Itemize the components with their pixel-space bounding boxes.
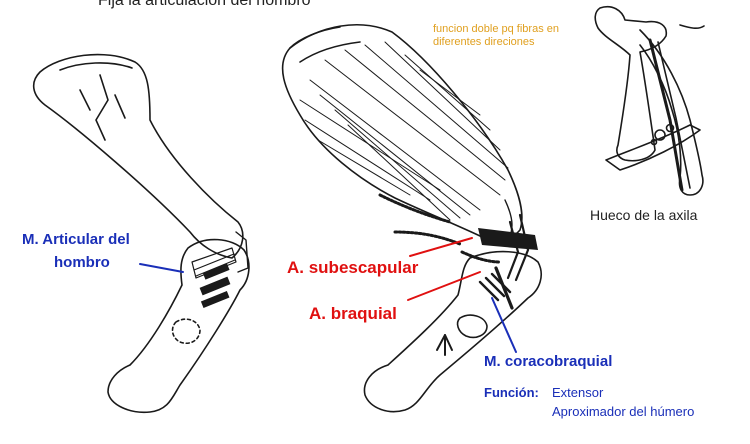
right-axilla-figure: [594, 5, 705, 196]
braquial-pointer-line: [407, 271, 481, 301]
middle-tendons: [378, 193, 538, 282]
diagram-title: Fija la articulación del hombro: [98, 0, 311, 9]
left-articular-muscle: [191, 231, 249, 308]
coracobraquial-label: M. coracobraquial: [484, 353, 613, 370]
articular-pointer-line: [139, 263, 184, 273]
middle-humerus: [363, 250, 542, 413]
articular-label-line1: M. Articular del: [22, 231, 130, 248]
middle-muscle-belly: [281, 24, 523, 241]
funcion-label: Función:: [484, 385, 539, 400]
braquial-label: A. braquial: [309, 304, 397, 323]
coracobraquial-pointer-line: [491, 297, 517, 353]
left-humerus: [107, 238, 250, 414]
left-scapula: [32, 53, 244, 259]
subescapular-label: A. subescapular: [287, 258, 419, 277]
function-note: funcion doble pq fibras en diferentes di…: [433, 23, 559, 48]
funcion-item-aproximador: Aproximador del húmero: [552, 404, 695, 419]
articular-label-line2: hombro: [54, 254, 110, 271]
subescapular-pointer-line: [409, 237, 473, 257]
funcion-item-extensor: Extensor: [552, 385, 604, 400]
axila-label: Hueco de la axila: [590, 207, 698, 223]
